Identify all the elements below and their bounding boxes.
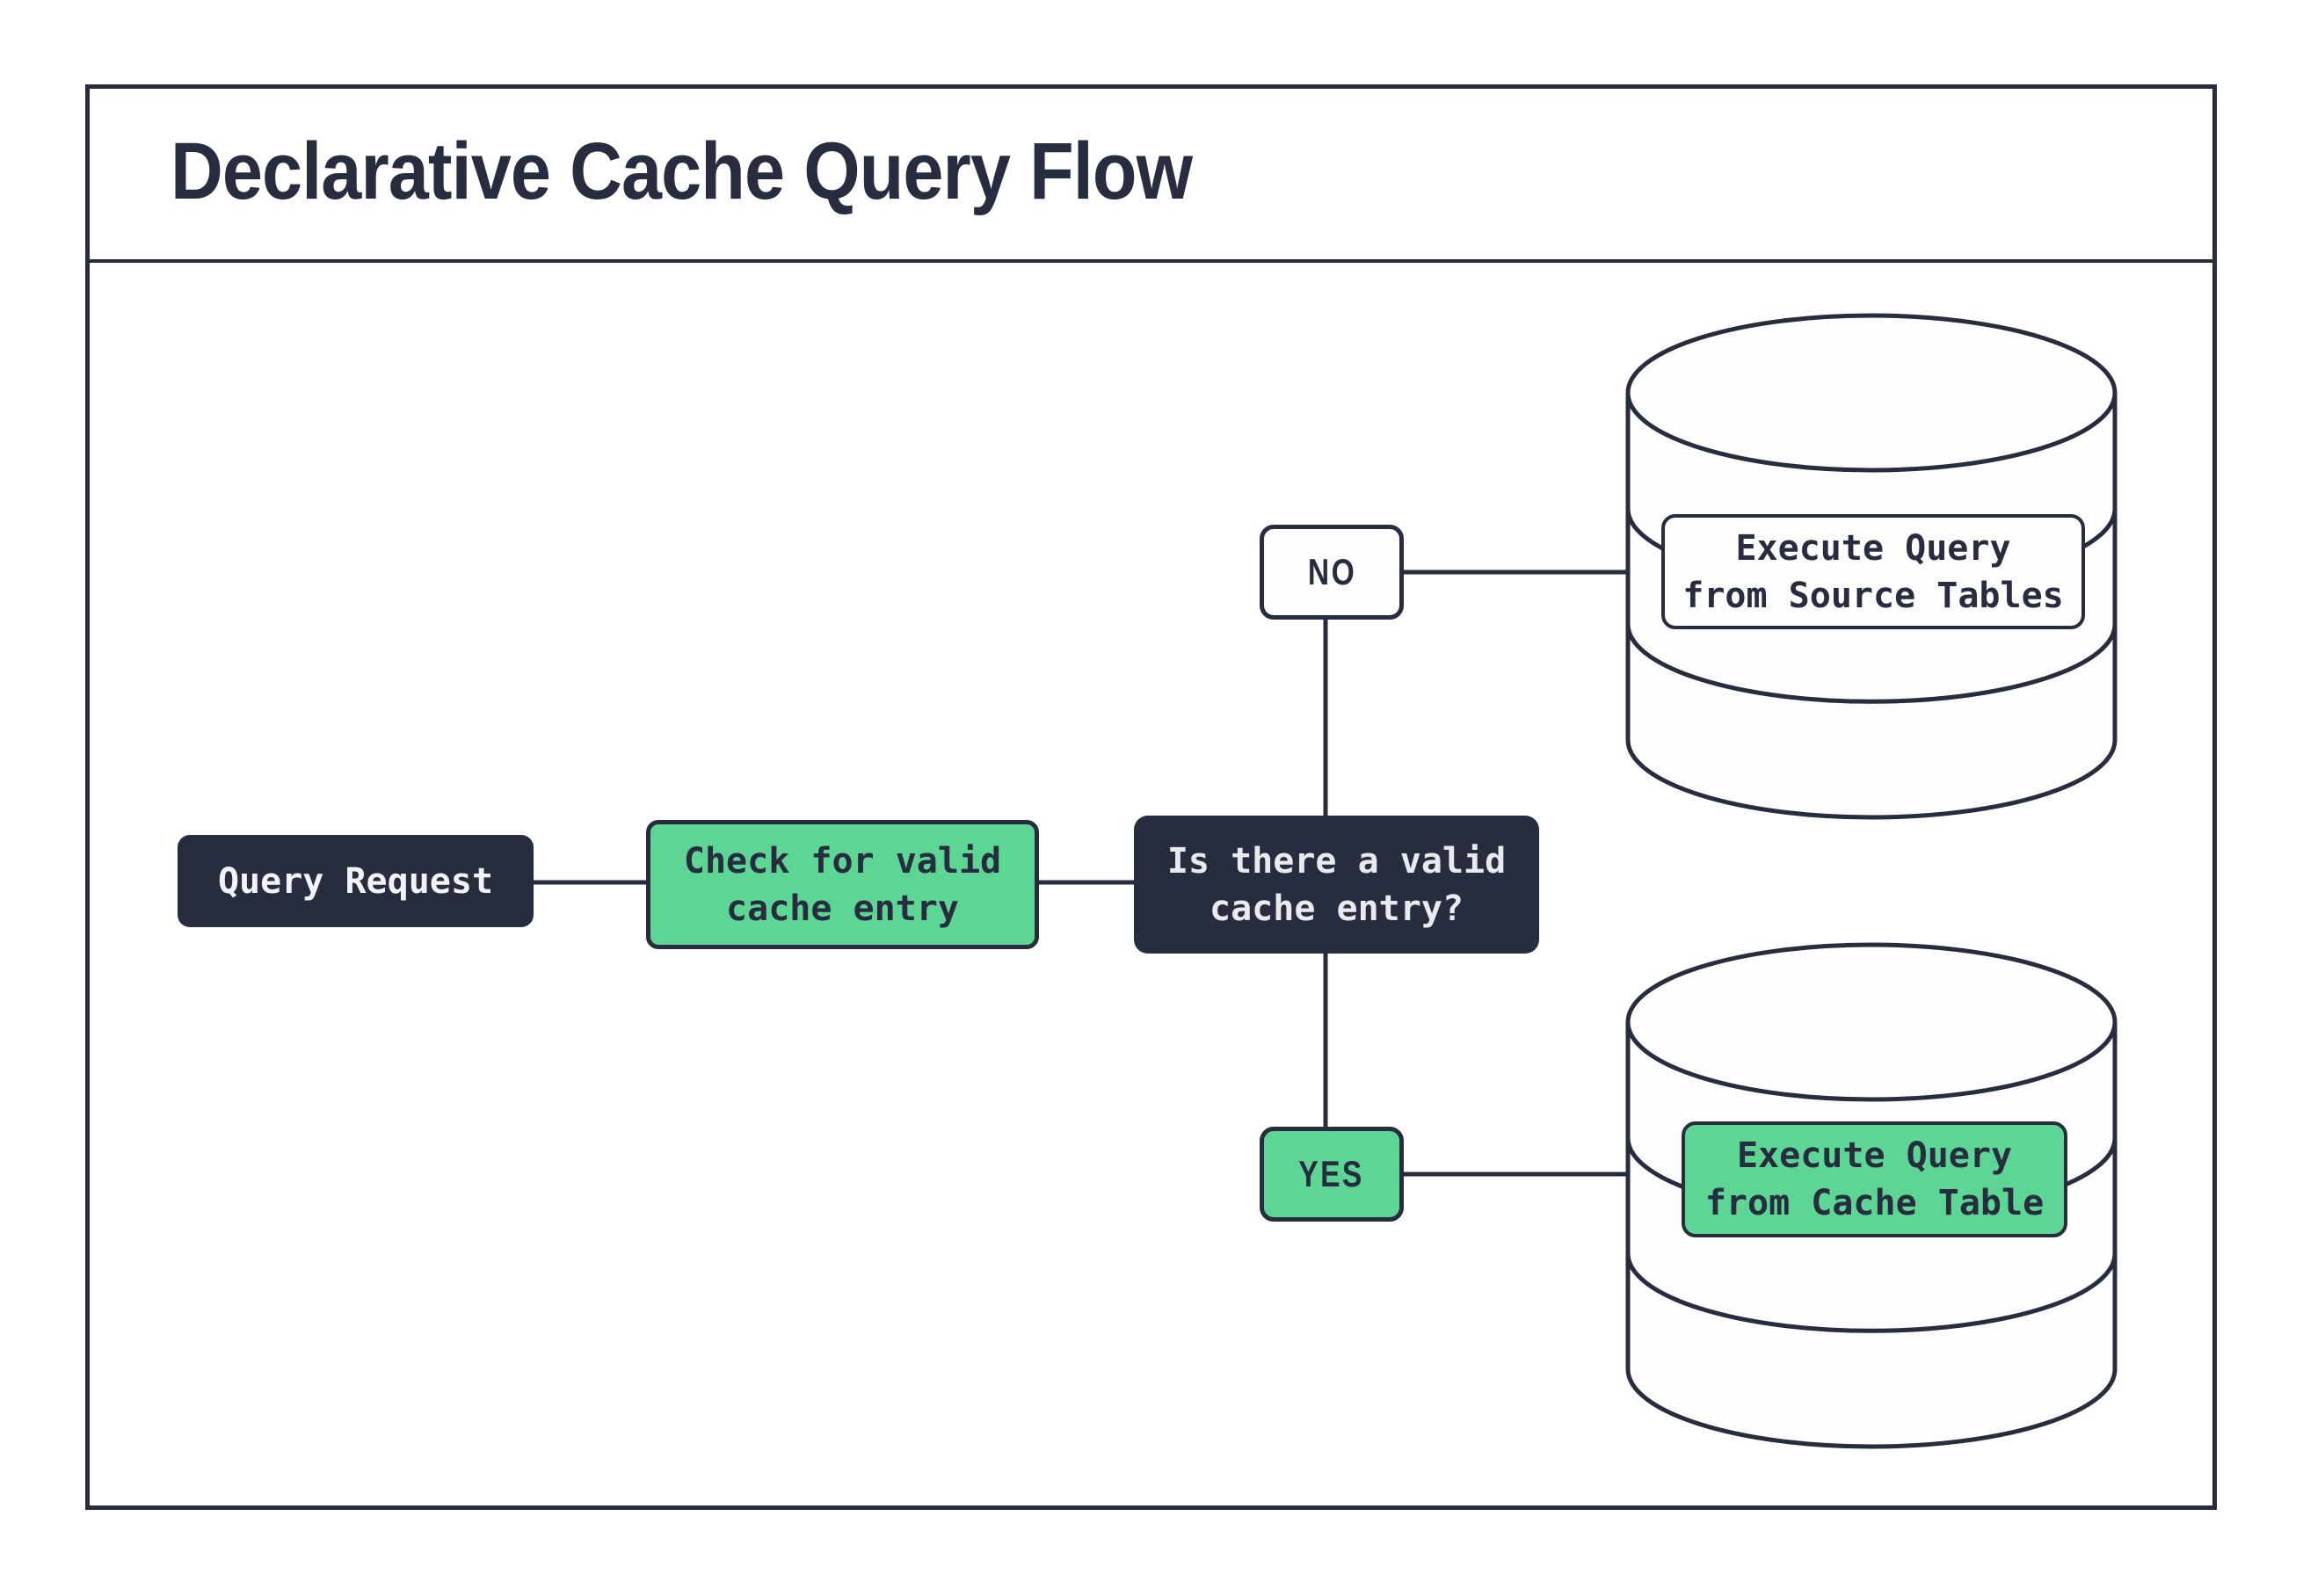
- node-execute-source-tables: Execute Query from Source Tables: [1661, 514, 2085, 629]
- branch-label-no: NO: [1260, 525, 1404, 620]
- source-cylinder-top: [1625, 313, 2118, 473]
- node-check-cache: Check for valid cache entry: [646, 820, 1039, 949]
- node-query-request: Query Request: [178, 835, 534, 927]
- diagram-title: Declarative Cache Query Flow: [171, 127, 1193, 216]
- cache-cylinder-top: [1625, 942, 2118, 1102]
- source-cylinder-disk-line-2: [1625, 624, 2118, 704]
- branch-label-yes: YES: [1260, 1127, 1404, 1222]
- node-execute-cache-table: Execute Query from Cache Table: [1682, 1121, 2067, 1237]
- cache-cylinder-disk-line-2: [1625, 1253, 2118, 1333]
- node-decision-valid-cache: Is there a valid cache entry?: [1134, 816, 1539, 954]
- diagram-frame: [85, 84, 2217, 1510]
- branch-label-yes-text: YES: [1298, 1153, 1365, 1194]
- diagram-title-bar: Declarative Cache Query Flow: [85, 84, 2217, 263]
- branch-label-no-text: NO: [1307, 551, 1356, 592]
